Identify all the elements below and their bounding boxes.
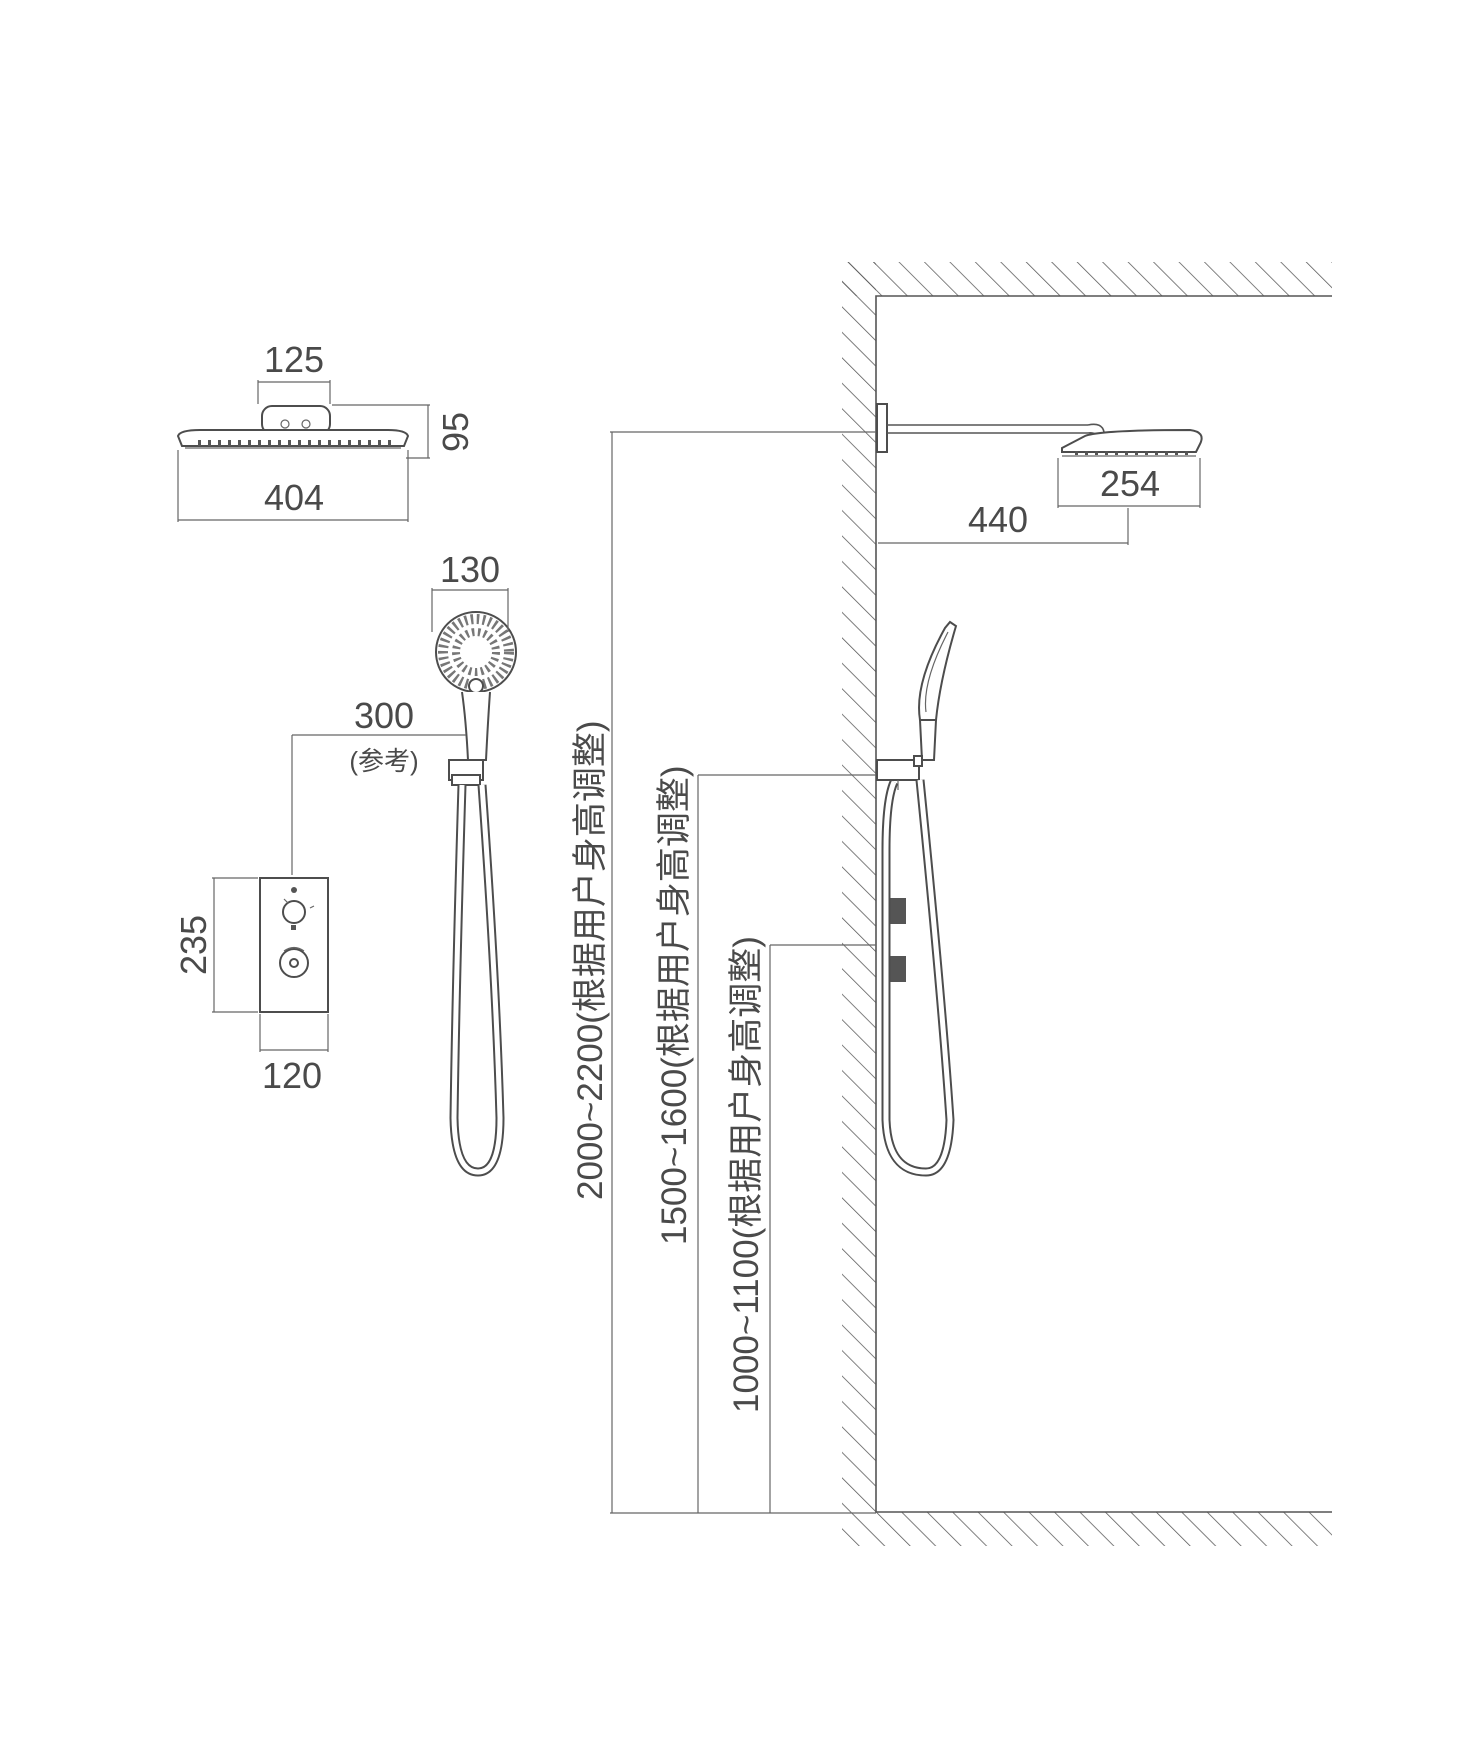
dim-235: 235 — [173, 915, 214, 975]
dim-120: 120 — [262, 1055, 322, 1096]
hand-shower-front-view: 130 — [431, 549, 517, 1177]
control-panel: 235 120 — [173, 877, 329, 1096]
height-range-2: 1500~1600(根据用户身高调整) — [655, 766, 694, 1245]
dim-300: 300 — [354, 695, 414, 736]
rain-head-top-view: 125 95 404 — [176, 339, 476, 522]
dim-125: 125 — [264, 339, 324, 380]
wall-hatch — [842, 262, 876, 1512]
hand-shower-side-view — [876, 620, 958, 1177]
dim-404: 404 — [264, 477, 324, 518]
dim-300-note: (参考) — [349, 746, 418, 776]
wall-structure — [842, 262, 1332, 1546]
height-range-1: 2000~2200(根据用户身高调整) — [571, 721, 610, 1200]
dim-95: 95 — [435, 412, 476, 452]
dim-440: 440 — [968, 499, 1028, 540]
dim-300-group: 300 (参考) — [291, 695, 466, 875]
overhead-shower-side-view: 254 440 — [876, 403, 1203, 545]
ceiling-hatch — [842, 262, 1332, 296]
floor-hatch — [842, 1512, 1332, 1546]
height-range-3: 1000~1100(根据用户身高调整) — [727, 936, 766, 1413]
height-dimensions: 2000~2200(根据用户身高调整) 1500~1600(根据用户身高调整) … — [571, 431, 876, 1514]
wall-outline — [875, 295, 1332, 1513]
dim-130: 130 — [440, 549, 500, 590]
dim-254: 254 — [1100, 463, 1160, 504]
